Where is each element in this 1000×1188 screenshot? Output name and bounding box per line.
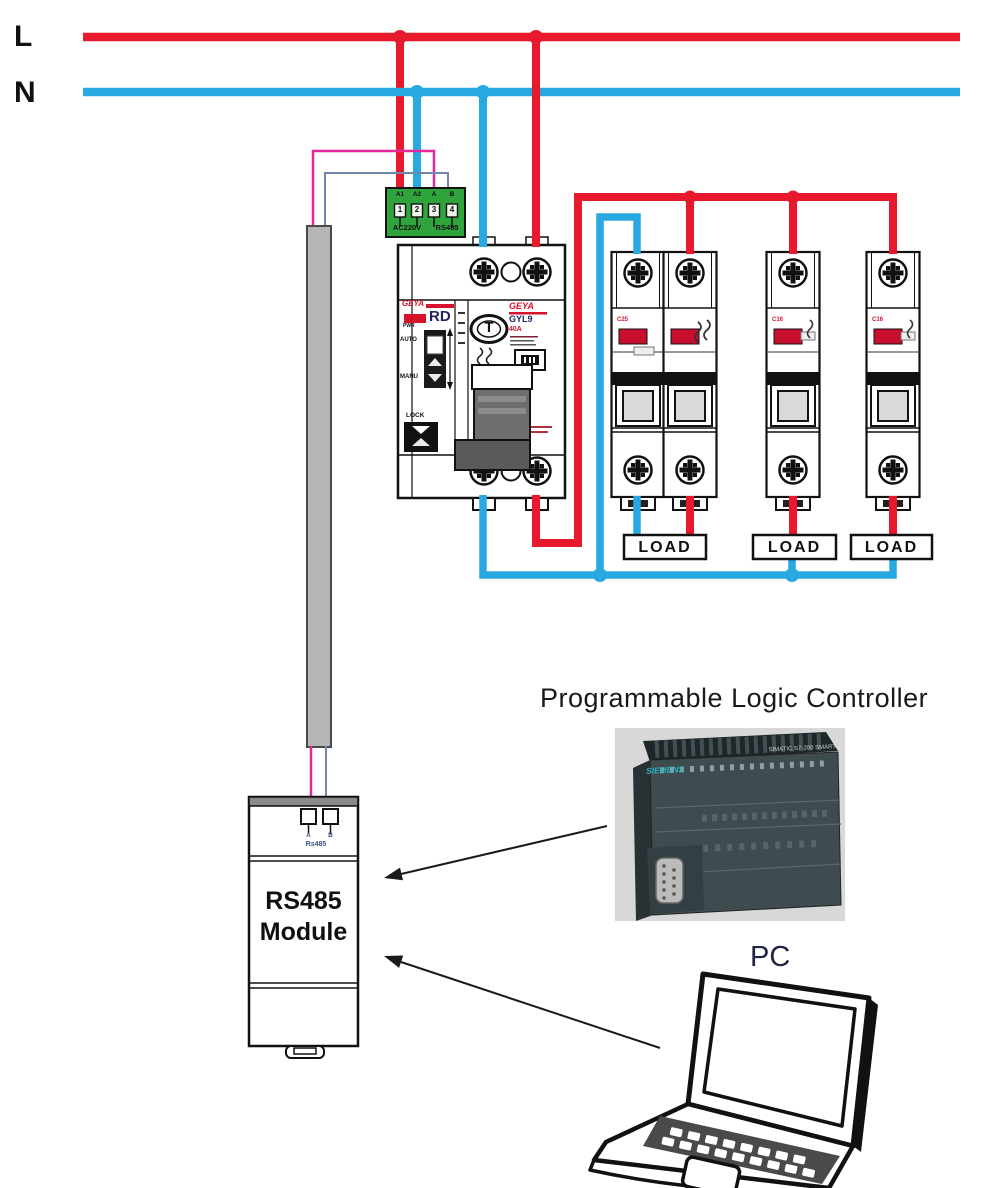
pc-caption: PC (750, 941, 791, 973)
rcd-model-label: GYL9 (509, 314, 533, 324)
terminal-3-number: 3 (431, 205, 437, 214)
live-neutral-bus (83, 30, 960, 247)
terminal-b-label: B (449, 191, 455, 198)
breaker-single2-label: C16 (872, 317, 884, 323)
neutral-line-label: N (14, 76, 36, 109)
rs485-module-body (247, 795, 360, 1059)
rcd-brand-right: GEYA (509, 301, 534, 311)
rs485-module-title: RS485 Module (259, 887, 348, 946)
rcd-pwr-label: PWR (403, 323, 415, 329)
rcd-manual-label: MANU (400, 374, 418, 380)
plc-caption: Programmable Logic Controller (540, 683, 929, 713)
breaker-2pole-label: C25 (617, 317, 629, 323)
rcd-auto-label: AUTO (400, 337, 417, 343)
plc-brand-label: SIEMENS (645, 764, 685, 776)
laptop-drawing (588, 971, 878, 1188)
load-wires (633, 496, 897, 540)
rs485-group-label: RS485 (435, 223, 459, 232)
load-boxes (622, 533, 934, 561)
load-2-label: LOAD (767, 539, 822, 556)
load-3-label: LOAD (864, 539, 919, 556)
module-port-label: Rs485 (305, 841, 327, 848)
terminal-1-number: 1 (397, 205, 403, 214)
arrow-plc-to-module (384, 825, 608, 881)
terminal-a2-label: A2 (412, 191, 422, 198)
breaker-2pole (612, 252, 717, 510)
rcd-brand-left: GEYA (402, 299, 425, 308)
terminal-block (385, 187, 466, 238)
feeder-wires (479, 190, 897, 582)
plc-photo (615, 728, 845, 921)
live-line-label: L (14, 20, 33, 53)
terminal-2-number: 2 (414, 205, 420, 214)
terminal-block-feed-wires (311, 37, 449, 240)
module-terminal-b-label: B (328, 832, 333, 839)
load-1-label: LOAD (638, 539, 692, 556)
terminal-4-number: 4 (449, 205, 455, 214)
terminal-a-label: A (431, 191, 437, 198)
module-terminal-a-label: A (306, 832, 311, 839)
rcd-series-label: RD (429, 308, 451, 325)
arrow-pc-to-module (384, 955, 661, 1049)
gray-sensor-bar (306, 225, 332, 748)
rcd-test-button-label[interactable]: T (484, 319, 494, 336)
rcd-lock-label: LOCK (406, 412, 425, 419)
ac220v-group-label: AC220V (392, 223, 422, 232)
breaker-single-2 (867, 252, 920, 510)
rcd-rating-label: 40A (509, 326, 522, 333)
breaker-single-1 (767, 252, 820, 510)
rs485-wires-lower (309, 746, 327, 800)
rcd-device (396, 236, 567, 511)
breaker-single1-label: C16 (772, 317, 784, 323)
terminal-a1-label: A1 (395, 191, 405, 198)
